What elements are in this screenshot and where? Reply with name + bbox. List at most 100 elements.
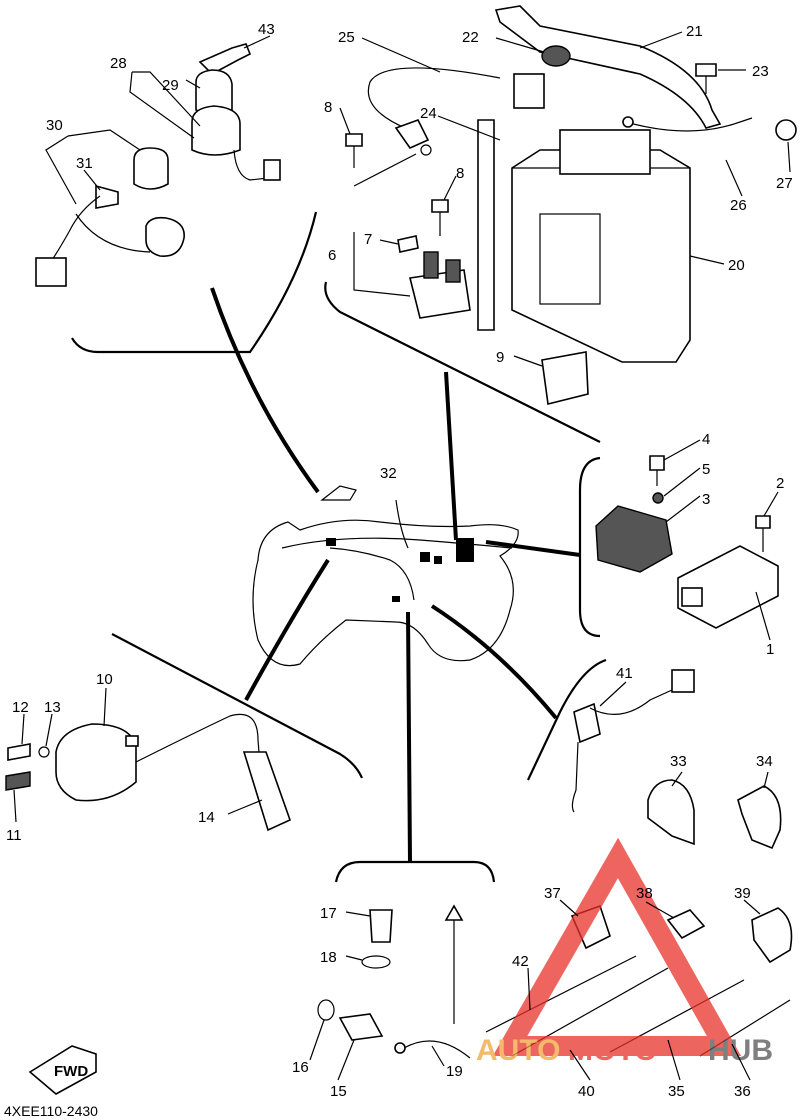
label-part-20: 20 (728, 257, 745, 274)
label-part-28: 28 (110, 55, 127, 72)
label-part-1: 1 (766, 641, 774, 658)
label-part-39: 39 (734, 885, 751, 902)
label-part-24: 24 (420, 105, 437, 122)
part-26-battery-lead (625, 117, 753, 132)
label-part-32: 32 (380, 465, 397, 482)
part-19-cable (403, 1040, 471, 1059)
leader-5 (663, 467, 701, 497)
leader-41 (599, 681, 627, 707)
leader-to-sensor-group (406, 611, 412, 863)
part-39-clamp (751, 907, 793, 964)
label-part-17: 17 (320, 905, 337, 922)
part-31-bulb (95, 184, 119, 209)
part-6-starter-relay (409, 269, 471, 319)
label-part-36: 36 (734, 1083, 751, 1100)
leader-to-switch-group (210, 287, 320, 494)
leader-28b (129, 71, 195, 139)
group-battery (345, 5, 797, 405)
label-part-25: 25 (338, 29, 355, 46)
part-7-fuse (397, 235, 419, 253)
part-34-clamp (737, 785, 782, 850)
vehicle-harness-32 (329, 547, 415, 601)
label-part-8b: 8 (456, 165, 464, 182)
leader-43 (243, 35, 271, 49)
part-20-battery-cap (559, 129, 651, 175)
part-8-bolt-a-head (345, 133, 363, 147)
leader-6 (353, 232, 411, 297)
vehicle-mark-a (326, 538, 336, 546)
leader-to-neutral-switch (430, 604, 558, 720)
part-1-cdi-connector (681, 587, 703, 607)
leader-1 (755, 591, 771, 641)
part-12-bolt (7, 743, 31, 761)
leader-35 (667, 1039, 681, 1081)
leader-8b (443, 175, 457, 201)
part-13-washer (38, 746, 50, 758)
part-10-ignition-coil (55, 723, 137, 802)
frame-left-mid (111, 633, 364, 779)
part-8-washer (420, 144, 432, 156)
label-part-18: 18 (320, 949, 337, 966)
part-28-switch-body (191, 105, 241, 156)
leader-38 (645, 901, 675, 919)
part-21-battery-band (494, 5, 722, 129)
label-part-19: 19 (446, 1063, 463, 1080)
label-part-23: 23 (752, 63, 769, 80)
label-part-42: 42 (512, 953, 529, 970)
part-1-cdi-unit (677, 545, 779, 629)
leader-24 (437, 115, 501, 141)
leader-39 (743, 899, 761, 915)
label-part-26: 26 (730, 197, 747, 214)
leader-12 (21, 713, 25, 745)
part-24-breather-pipe (477, 119, 495, 331)
part-41-neutral-switch (573, 702, 601, 744)
frame-bottom (334, 860, 496, 883)
part-42-cable-tie (485, 955, 637, 1033)
label-part-2: 2 (776, 475, 784, 492)
leader-30 (67, 129, 141, 151)
part-43-key (198, 43, 252, 75)
part-30-socket (145, 216, 185, 257)
label-part-41: 41 (616, 665, 633, 682)
label-part-6: 6 (328, 247, 336, 264)
part-41-connector (671, 669, 695, 693)
group-main-switch (35, 43, 281, 287)
part-18-gasket (361, 955, 391, 969)
leader-to-battery-group (444, 371, 458, 541)
label-part-5: 5 (702, 461, 710, 478)
part-33-clamp (647, 779, 695, 846)
part-30-connector (35, 257, 67, 287)
leader-14 (227, 799, 263, 815)
leader-26 (725, 159, 743, 197)
part-16-gasket (317, 999, 335, 1021)
group-neutral-switch (570, 669, 793, 964)
leader-lines (210, 287, 581, 863)
frame-top-left (71, 211, 318, 354)
part-20-battery (511, 149, 691, 363)
part-25-starter-lead (367, 67, 501, 131)
part-15-neutral-sensor (338, 1013, 384, 1041)
part-8-bolt-a-leader (353, 153, 417, 187)
label-part-40: 40 (578, 1083, 595, 1100)
leader-2 (763, 491, 779, 517)
part-10-coil-terminal (125, 735, 139, 747)
label-part-33: 33 (670, 753, 687, 770)
label-part-34: 34 (756, 753, 773, 770)
leader-34 (763, 771, 769, 789)
label-part-11: 11 (6, 827, 22, 844)
vehicle-handlebar (320, 485, 357, 501)
leader-16 (309, 1019, 325, 1061)
label-part-21: 21 (686, 23, 703, 40)
part-25-terminal-cover (513, 73, 545, 109)
part-17-thermo-unit (369, 909, 393, 943)
part-20-battery-label (539, 213, 601, 305)
label-part-22: 22 (462, 29, 479, 46)
leader-36 (731, 1043, 751, 1081)
leader-8a (339, 107, 351, 135)
leader-4 (663, 439, 701, 461)
group-ignition-coil (5, 713, 291, 832)
vehicle-outline (252, 519, 519, 667)
leader-37 (559, 899, 579, 917)
leader-33 (671, 771, 683, 787)
part-14-plug-lead (135, 713, 263, 791)
